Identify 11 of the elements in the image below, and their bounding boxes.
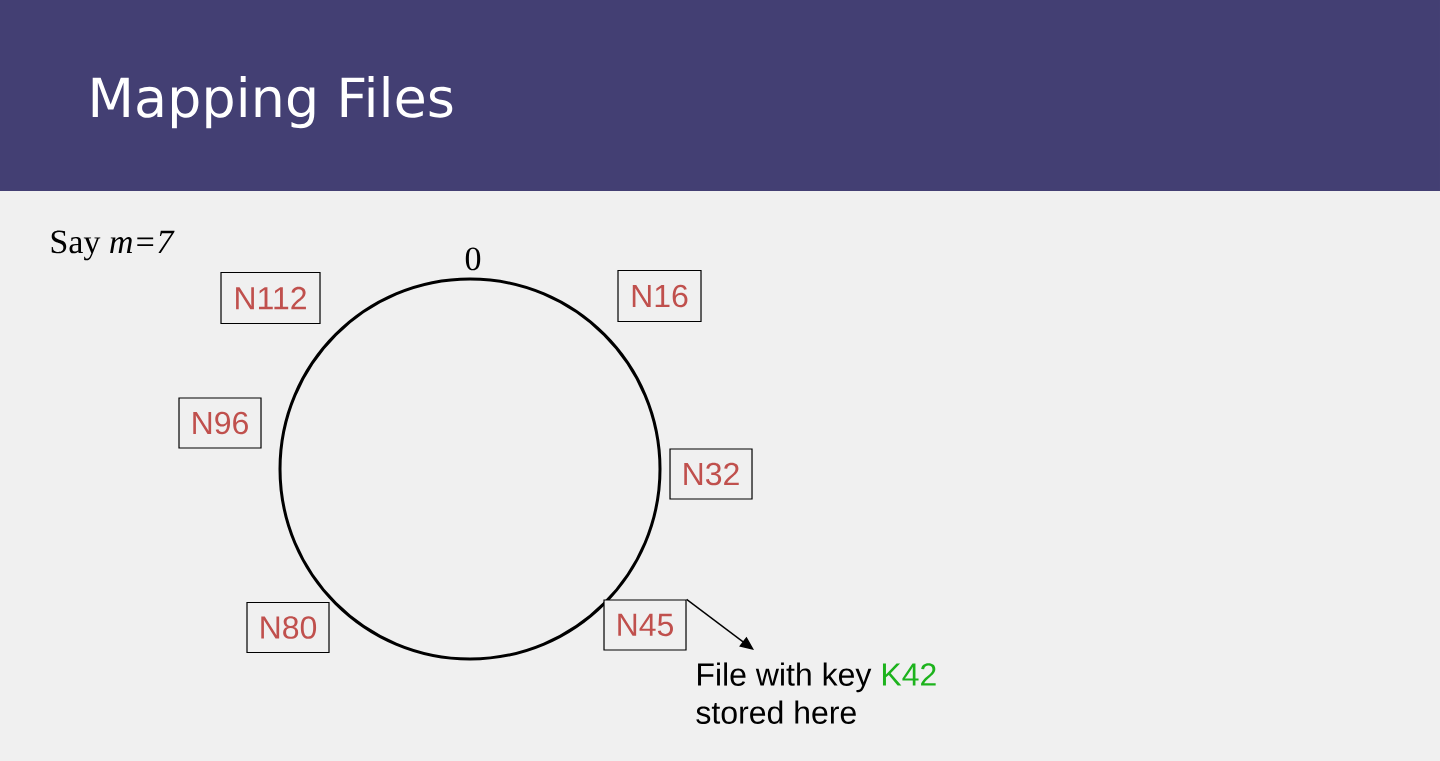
note-text: Say m=7 [51,230,175,261]
node-box: N80 [246,601,330,654]
node-box: N16 [617,269,702,323]
node-box: N112 [220,271,321,325]
annotation-text: File with key K42 stored here [696,662,936,724]
node-box: N96 [178,397,262,449]
node-box: N45 [603,599,687,651]
slide-title: Mapping Files [92,76,453,129]
node-box: N32 [669,448,753,500]
position-label: 0 [465,247,481,271]
arrow [685,598,754,650]
